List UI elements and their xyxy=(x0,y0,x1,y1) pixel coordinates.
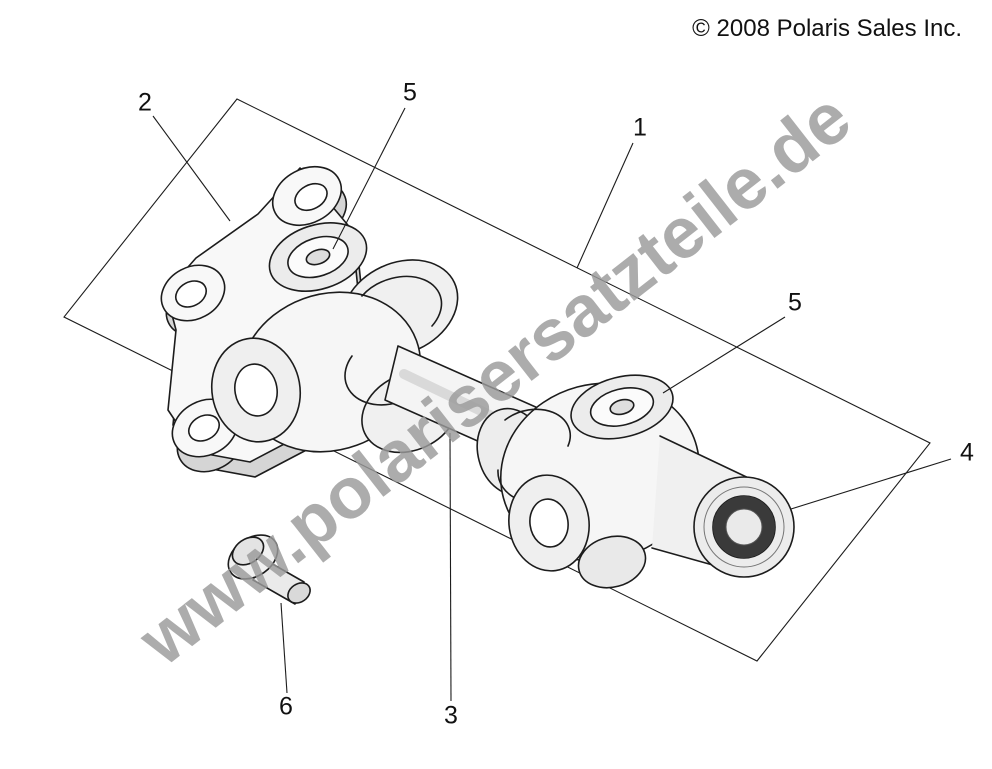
leader-5-front xyxy=(332,107,406,250)
front-bearing-cap xyxy=(268,222,368,292)
flange-bolt-hole xyxy=(187,414,221,442)
bolt xyxy=(227,534,311,605)
leader-6 xyxy=(280,602,288,694)
front-bearing-cup xyxy=(210,337,302,443)
callout-5-rear: 5 xyxy=(788,288,802,317)
copyright-text: © 2008 Polaris Sales Inc. xyxy=(692,15,962,42)
flange-bolt-hole xyxy=(174,280,208,308)
leader-4 xyxy=(790,458,952,510)
leader-3 xyxy=(449,432,452,702)
leader-1 xyxy=(576,142,634,269)
rear-bearing-cap xyxy=(570,374,674,440)
spline-teeth xyxy=(713,496,775,558)
callout-2: 2 xyxy=(138,88,152,117)
callout-4: 4 xyxy=(960,438,974,467)
iso-plane-outline xyxy=(63,98,931,662)
callout-5-front: 5 xyxy=(403,78,417,107)
rear-ujoint xyxy=(476,374,701,589)
leader-5-rear xyxy=(662,316,786,394)
flange-bolt-hole xyxy=(294,182,328,212)
callout-3: 3 xyxy=(444,701,458,730)
front-ujoint xyxy=(210,222,459,454)
leader-2 xyxy=(152,115,231,222)
rear-bearing-cup xyxy=(508,474,590,572)
leader-lines xyxy=(152,107,952,702)
splined-output xyxy=(651,435,795,578)
callout-1: 1 xyxy=(633,113,647,142)
callout-6: 6 xyxy=(279,692,293,721)
